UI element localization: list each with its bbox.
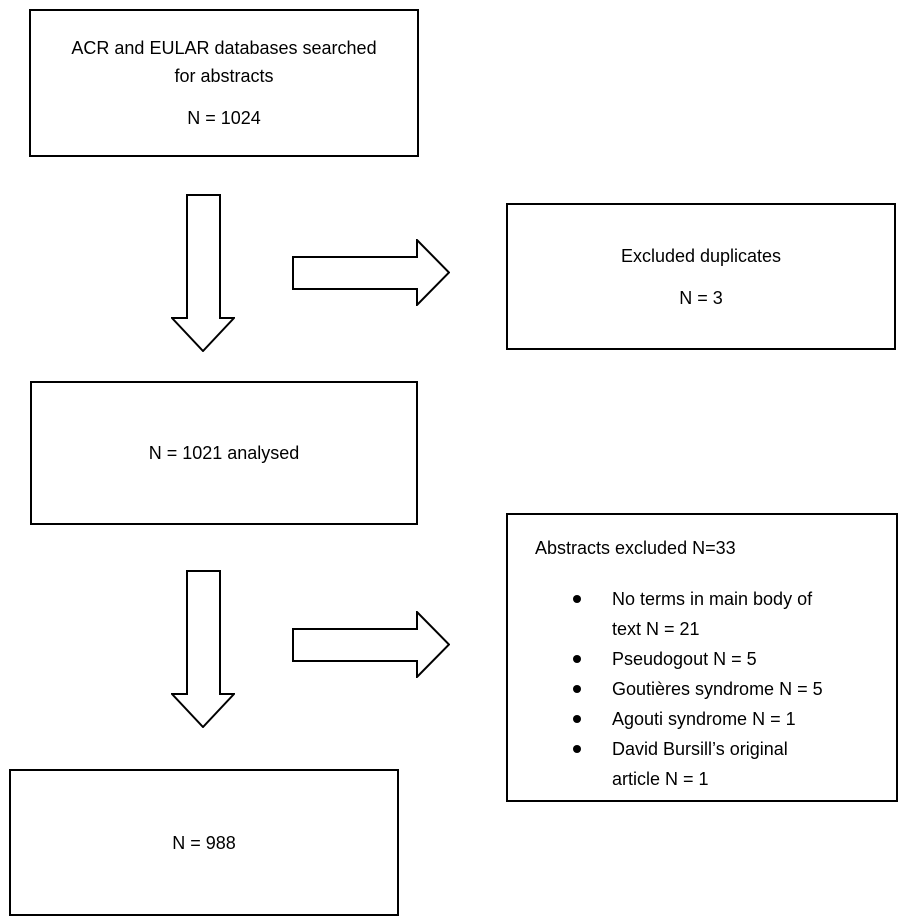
box-excluded-duplicates: Excluded duplicates N = 3	[506, 203, 896, 350]
box-databases-searched-count: N = 1024	[187, 108, 261, 128]
box-databases-searched: ACR and EULAR databases searched for abs…	[29, 9, 419, 157]
right-arrow-icon	[292, 239, 450, 306]
list-item: Pseudogout N = 5	[535, 644, 876, 674]
right-arrow-icon	[292, 611, 450, 678]
list-item: Goutières syndrome N = 5	[535, 674, 876, 704]
box-analysed-label: N = 1021 analysed	[148, 443, 300, 463]
arrow-down-2	[171, 570, 235, 728]
arrow-right-1	[292, 239, 450, 306]
box-excluded-duplicates-count: N = 3	[679, 287, 723, 308]
box-excluded-duplicates-label: Excluded duplicates	[620, 245, 782, 266]
box-databases-searched-label: ACR and EULAR databases searched for abs…	[71, 38, 377, 86]
box-abstracts-excluded: Abstracts excluded N=33 No terms in main…	[506, 513, 898, 802]
list-item: David Bursill’s original article N = 1	[535, 734, 876, 794]
list-item: No terms in main body of text N = 21	[535, 584, 876, 644]
box-final-count-label: N = 988	[172, 832, 236, 853]
box-final-count: N = 988	[9, 769, 399, 916]
abstracts-excluded-list: No terms in main body of text N = 21 Pse…	[535, 584, 876, 794]
box-abstracts-excluded-title: Abstracts excluded N=33	[535, 538, 736, 558]
down-arrow-icon	[171, 570, 235, 728]
arrow-down-1	[171, 194, 235, 352]
box-analysed: N = 1021 analysed	[30, 381, 418, 525]
down-arrow-icon	[171, 194, 235, 352]
arrow-right-2	[292, 611, 450, 678]
list-item: Agouti syndrome N = 1	[535, 704, 876, 734]
